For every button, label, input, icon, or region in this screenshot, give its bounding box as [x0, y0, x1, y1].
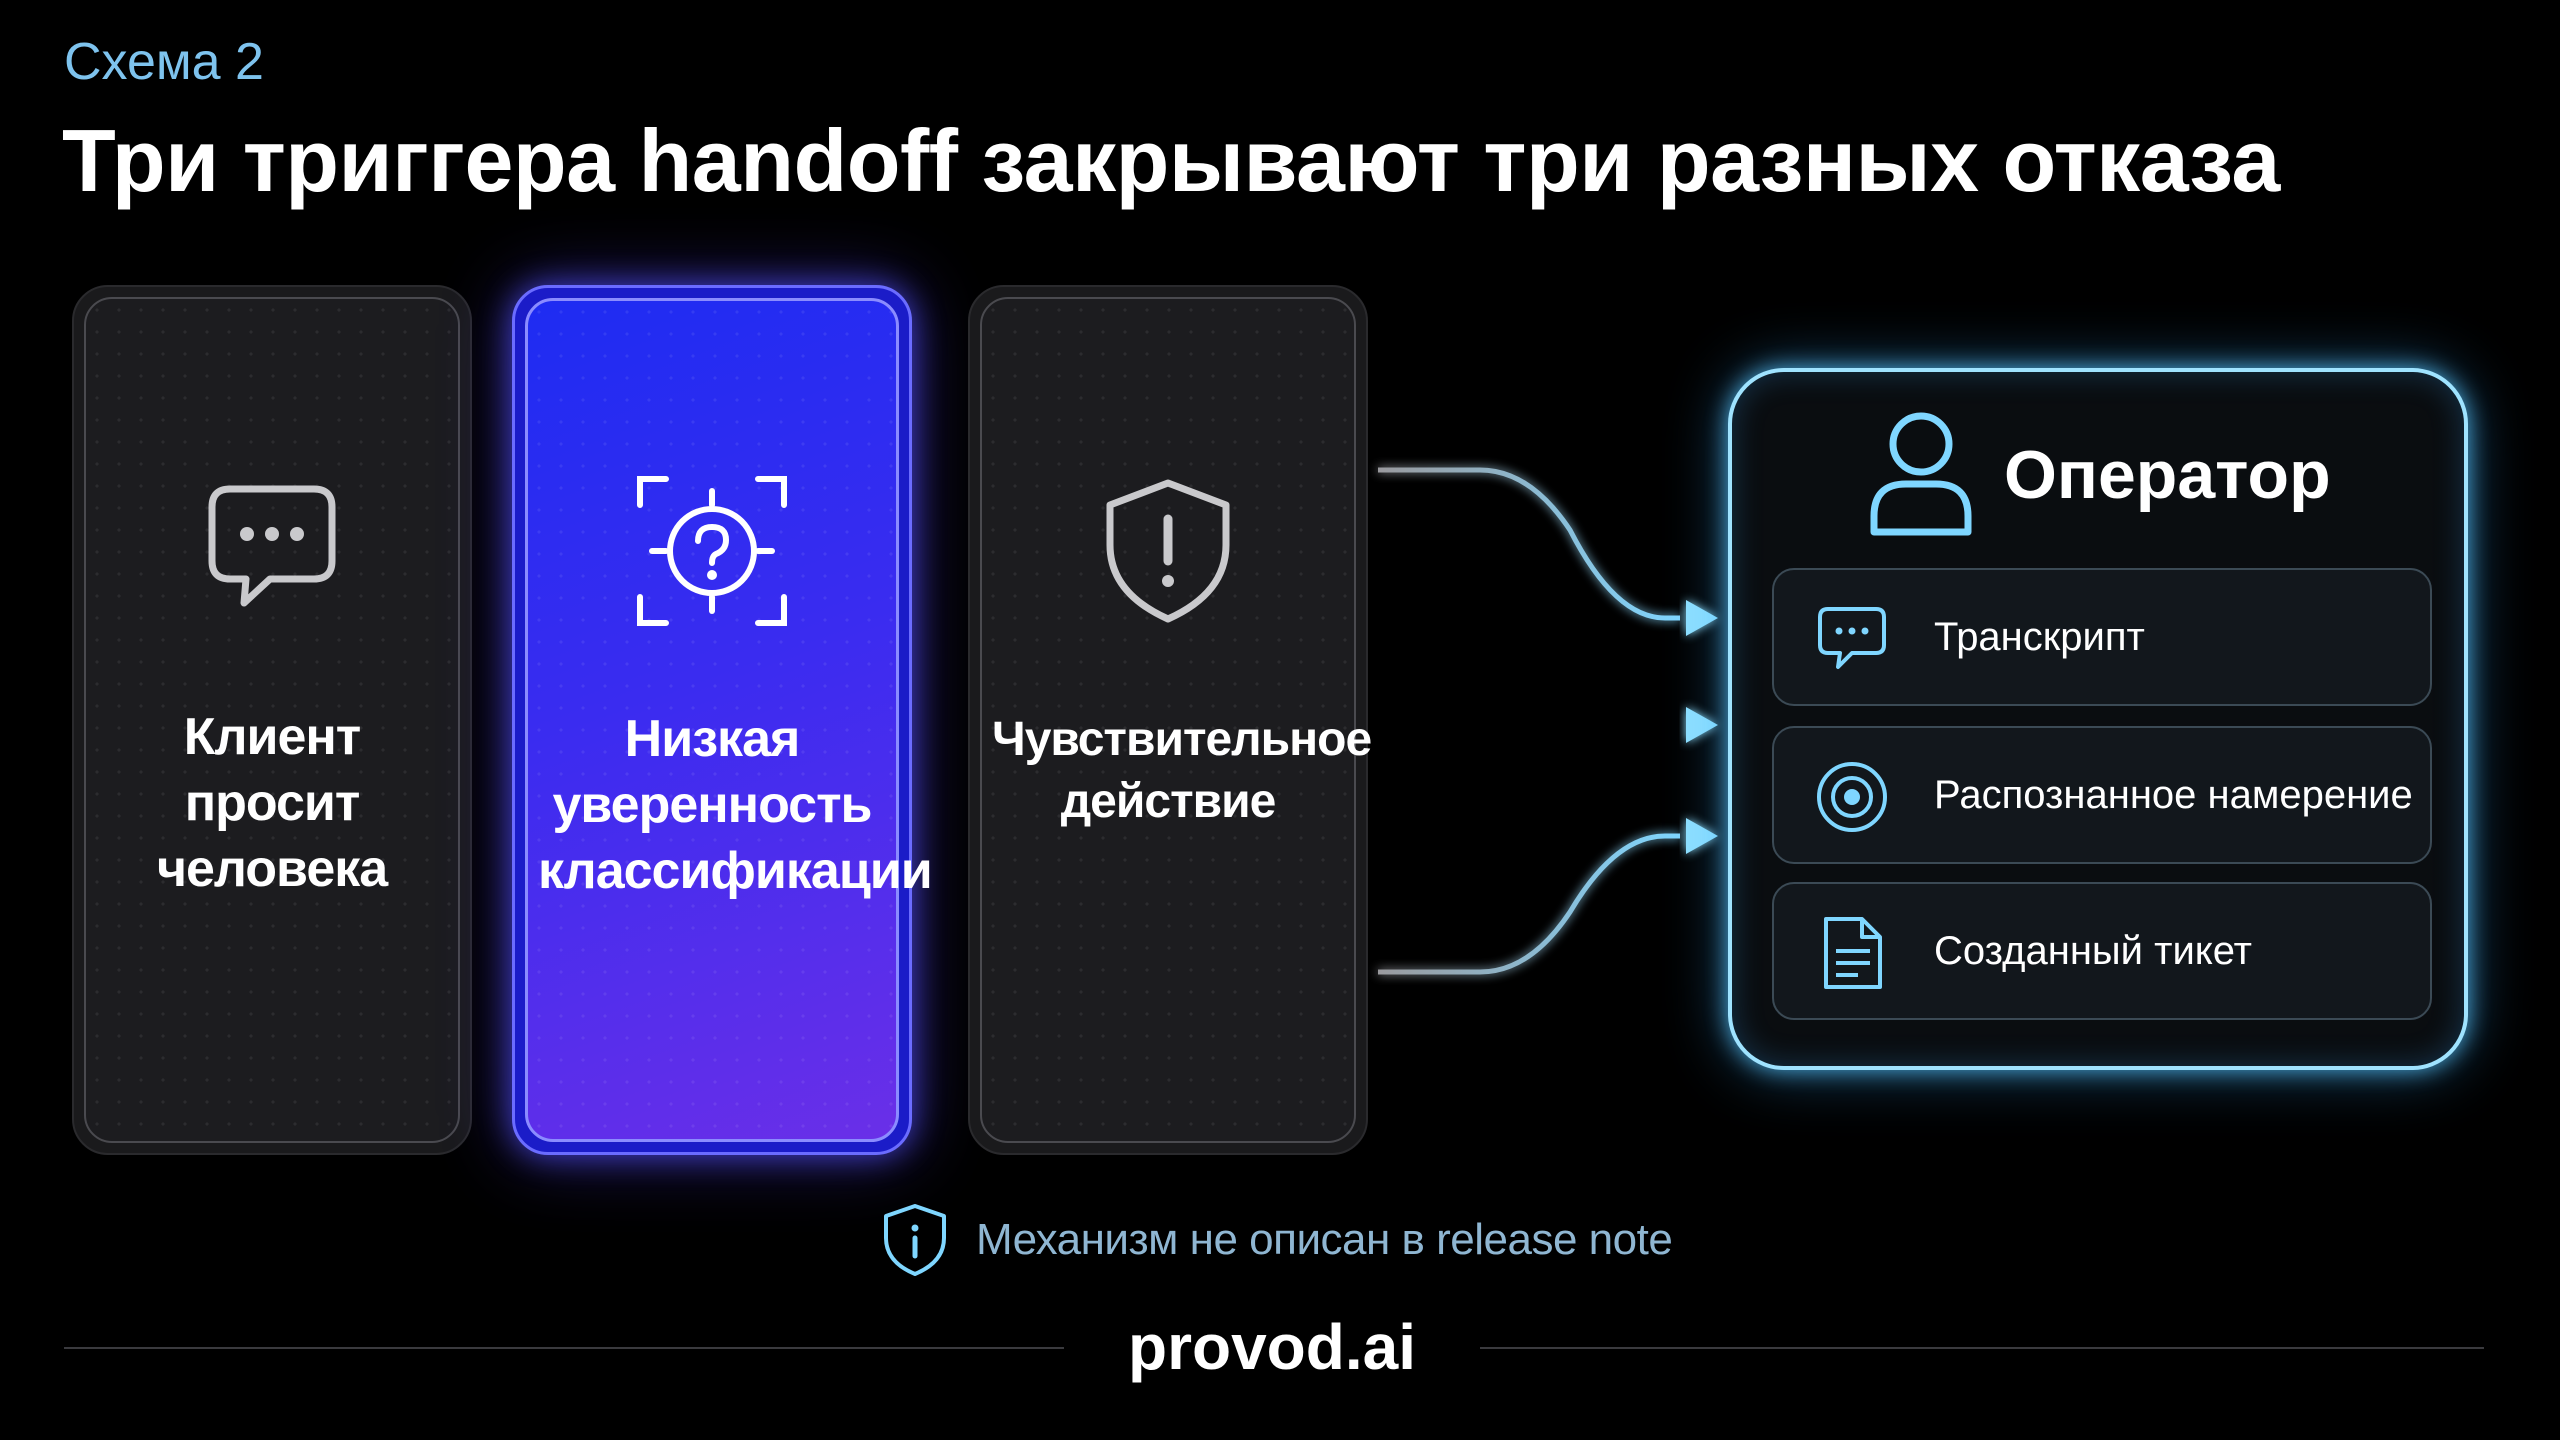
target-icon [1817, 762, 1887, 832]
operator-panel: Оператор Транскрипт Распознанное намерен… [1728, 368, 2468, 1070]
shield-info-icon [884, 1204, 946, 1276]
chat-bubble-icon [1818, 607, 1886, 669]
brand-logo-text: provod.ai [1127, 1311, 1417, 1383]
connector-bottom [1378, 833, 1680, 975]
operator-item-intent: Распознанное намерение [1772, 726, 2432, 864]
trigger-label: Чувствительное действие [992, 713, 1372, 828]
footnote-text: Механизм не описан в release note [976, 1215, 1673, 1264]
user-icon [1870, 412, 1972, 536]
trigger-card-low-confidence: Низкая уверенность классификации [512, 285, 933, 1155]
arrowhead-top [1686, 600, 1718, 636]
trigger-card-client-request: Клиент просит человека [72, 285, 472, 1155]
chat-bubble-icon [208, 485, 336, 607]
page-title: Три триггера handoff закрывают три разны… [62, 111, 2280, 210]
trigger-label: Клиент просит человека [156, 708, 388, 898]
trigger-label: Низкая уверенность классификации [538, 710, 933, 900]
question-focus-icon [637, 476, 787, 626]
shield-alert-icon [1106, 479, 1230, 623]
operator-item-label: Созданный тикет [1934, 929, 2252, 973]
document-icon [1824, 917, 1882, 989]
operator-item-label: Транскрипт [1934, 615, 2145, 659]
trigger-card-sensitive-action: Чувствительное действие [968, 285, 1372, 1155]
footer-divider-right [1480, 1347, 2484, 1349]
arrowhead-bottom [1686, 818, 1718, 854]
operator-item-transcript: Транскрипт [1772, 568, 2432, 706]
operator-title: Оператор [2004, 437, 2331, 513]
eyebrow: Схема 2 [64, 33, 264, 91]
operator-item-label: Распознанное намерение [1934, 773, 2413, 817]
operator-item-ticket: Созданный тикет [1772, 882, 2432, 1020]
footnote: Механизм не описан в release note [880, 1200, 1700, 1280]
footer-divider-left [64, 1347, 1064, 1349]
connector-top [1378, 467, 1680, 621]
arrowhead-middle [1686, 707, 1718, 743]
